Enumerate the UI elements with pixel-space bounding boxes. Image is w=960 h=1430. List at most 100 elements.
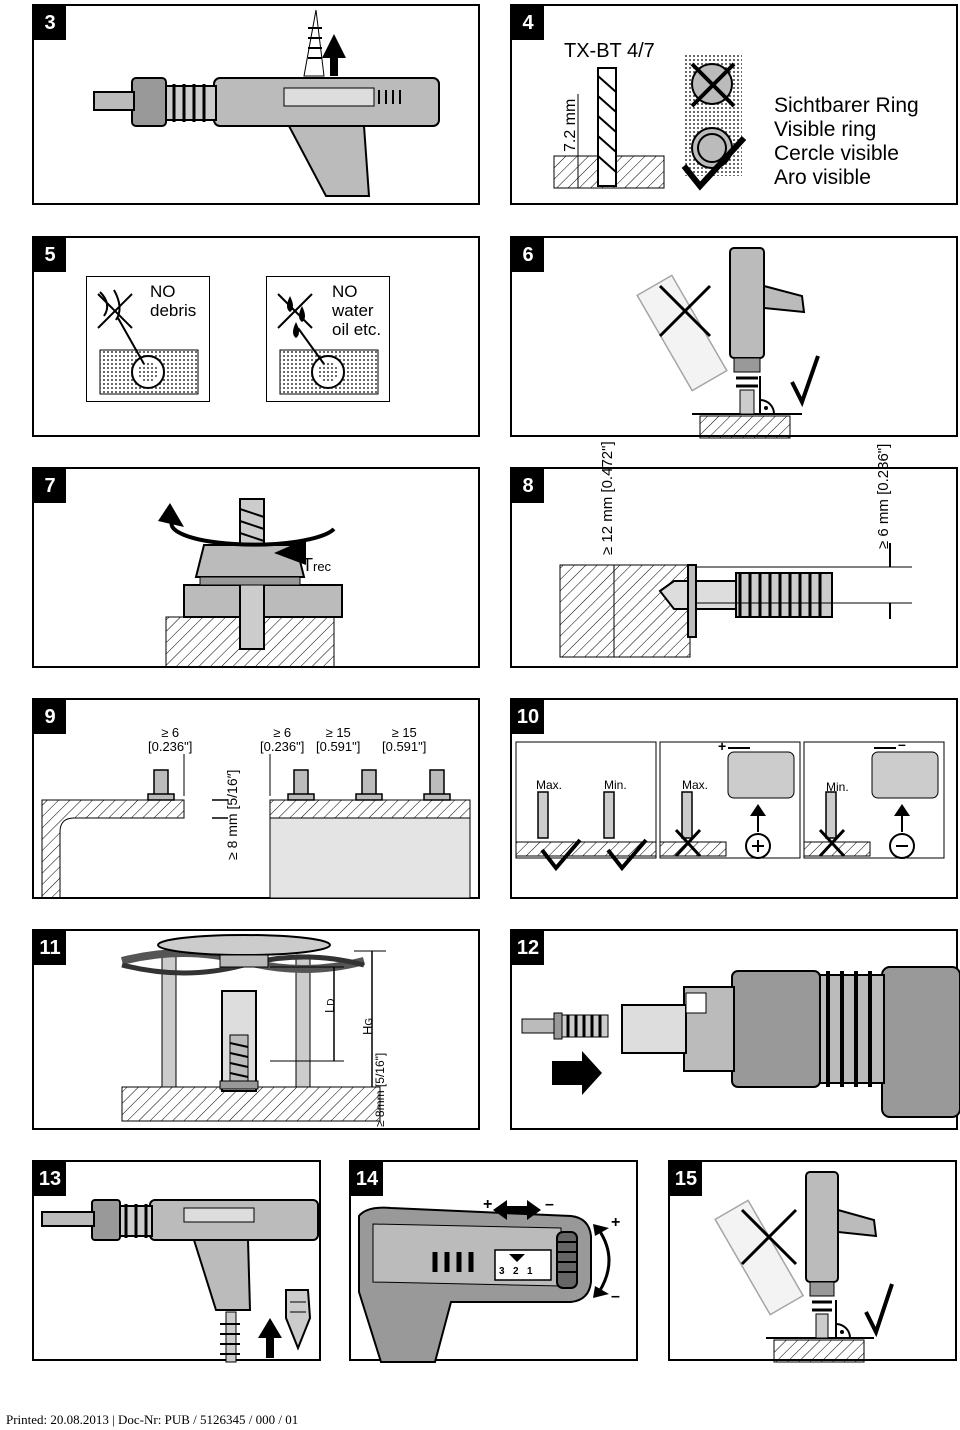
no-water-text: NO water oil etc. <box>332 282 381 339</box>
panel-number: 12 <box>512 931 544 965</box>
arrow-up-icon <box>258 1318 282 1358</box>
panel-number: 4 <box>512 6 544 40</box>
no-label: NO <box>150 282 176 301</box>
panel-4: 4 TX-BT 4/7 7.2 mm Sichtbarer Ring Visib… <box>510 4 958 205</box>
no-label: NO <box>332 282 358 301</box>
a-inch: [0.236"] <box>148 739 193 754</box>
panel-14: 14 + – + – 3 2 1 <box>349 1160 638 1363</box>
c-inch: [0.591"] <box>316 739 361 754</box>
ld-subscript: D <box>326 998 337 1006</box>
panel-number: 14 <box>351 1162 383 1196</box>
print-footer: Printed: 20.08.2013 | Doc-Nr: PUB / 5126… <box>6 1412 299 1427</box>
thk-inch: [5/16"] <box>373 1052 387 1088</box>
panel-6: 6 <box>510 236 958 439</box>
loading-magazine-illustration <box>41 1199 319 1363</box>
a-min: ≥ 6 <box>161 725 180 740</box>
arrow-right-icon <box>552 1051 602 1095</box>
panel-number: 11 <box>34 931 66 965</box>
plus-label: + <box>611 1214 621 1231</box>
panel-number: 3 <box>34 6 66 40</box>
panel-13: 13 <box>32 1160 321 1363</box>
no-water-box <box>266 276 390 402</box>
min-label: Min. <box>604 778 627 792</box>
checkmark-icon <box>790 355 820 408</box>
b-min: ≥ 6 <box>273 725 292 740</box>
panel-10: 10 Max. Min. Max. Min. + – <box>510 698 958 899</box>
spacing-d: ≥ 15 [0.591"] <box>382 726 426 754</box>
edge-distance-b: ≥ 6 [0.236"] <box>260 726 304 754</box>
panel-number: 10 <box>512 700 544 734</box>
scale-2: 2 <box>513 1266 519 1277</box>
cross-icon <box>818 828 846 858</box>
panel-11: 11 LD HG ≥ 8mm [5/16"] <box>32 929 480 1130</box>
scale-3: 3 <box>499 1266 505 1277</box>
panel-5: 5 NO debris NO water oil etc. <box>32 236 480 437</box>
double-arrow-icon <box>493 1200 541 1220</box>
debris-icon <box>97 289 133 329</box>
spacing-c: ≥ 15 [0.591"] <box>316 726 360 754</box>
checkmark-icon <box>540 838 582 872</box>
visible-ring-es: Aro visible <box>774 166 871 189</box>
torque-subscript: rec <box>313 559 332 574</box>
thk-min: ≥ 8mm <box>373 1090 387 1127</box>
torque-illustration <box>158 498 343 668</box>
stud-depth-illustration <box>559 543 912 658</box>
visible-ring-en: Visible ring <box>774 118 877 141</box>
panel-number: 8 <box>512 469 544 503</box>
scale-1: 1 <box>527 1266 533 1277</box>
fastening-tool-illustration <box>93 9 440 197</box>
panel-number: 15 <box>670 1162 702 1196</box>
fastener-name: TX-BT 4/7 <box>564 40 655 62</box>
perpendicular-setting-illustration <box>636 247 820 439</box>
minus-label: – <box>545 1196 554 1213</box>
visible-ring-de: Sichtbarer Ring <box>774 94 919 117</box>
water-drop-icon <box>287 296 305 338</box>
max-label: Max. <box>536 778 563 792</box>
d-inch: [0.591"] <box>382 739 427 754</box>
oil-label: oil etc. <box>332 320 382 339</box>
panel-8: 8 ≥ 12 mm [0.472"] ≥ 6 mm [0.236"] <box>510 441 958 668</box>
torque-symbol: T <box>302 555 313 575</box>
no-debris-box <box>86 276 210 402</box>
panel-number: 13 <box>34 1162 66 1196</box>
b-inch: [0.236"] <box>260 739 305 754</box>
depth-adjustment-illustration <box>515 741 945 872</box>
drilled-hole-illustration <box>553 54 747 191</box>
length-label: LD <box>322 999 337 1013</box>
plus-label: + <box>483 1196 493 1213</box>
visible-ring-fr: Cercle visible <box>774 142 899 165</box>
panel-15: 15 <box>668 1160 957 1363</box>
clean-hole-illustration <box>97 289 379 395</box>
plus-label: + <box>718 738 727 754</box>
minus-label: – <box>611 1288 620 1305</box>
panel-number: 9 <box>34 700 66 734</box>
d-min: ≥ 15 <box>391 725 417 740</box>
power-adjustment-illustration <box>358 1200 611 1363</box>
panel-number: 6 <box>512 238 544 272</box>
minus-label: – <box>898 736 906 752</box>
checkmark-icon <box>606 838 648 872</box>
panel-12: 12 <box>510 929 960 1130</box>
thickness-label: ≥ 8mm [5/16"] <box>373 1052 387 1127</box>
panel-7: 7 Trec <box>32 467 480 668</box>
stud-spacing-illustration <box>41 754 471 899</box>
perpendicular-setting-illustration <box>714 1171 894 1363</box>
torque-label: Trec <box>302 555 331 576</box>
hg-subscript: G <box>364 1017 375 1026</box>
cross-icon <box>674 828 702 858</box>
water-label: water <box>332 301 374 320</box>
height-label: HG <box>360 1018 375 1035</box>
min-label: Min. <box>826 780 849 794</box>
panel-number: 5 <box>34 238 66 272</box>
debris-label: debris <box>150 301 197 320</box>
panel-number: 7 <box>34 469 66 503</box>
panel-9: 9 ≥ 6 [0.236"] ≥ 6 [0.236"] ≥ 15 [0.591"… <box>32 698 480 899</box>
edge-distance-a: ≥ 6 [0.236"] <box>148 726 192 754</box>
c-min: ≥ 15 <box>325 725 351 740</box>
grating-fastening-illustration <box>121 934 386 1122</box>
hg-symbol: H <box>360 1025 375 1035</box>
visible-ring-text: Sichtbarer Ring Visible ring Cercle visi… <box>774 94 919 190</box>
no-debris-text: NO debris <box>150 282 196 320</box>
insert-stud-illustration <box>521 966 960 1118</box>
checkmark-icon <box>864 1283 894 1338</box>
